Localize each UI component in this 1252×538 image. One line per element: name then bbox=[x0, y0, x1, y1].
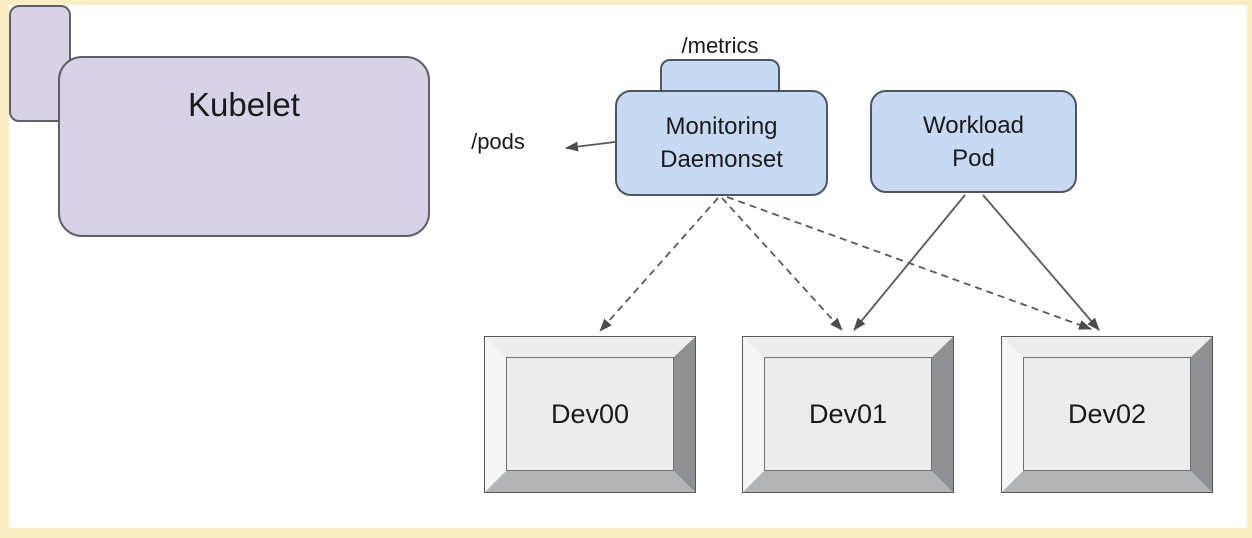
node-dev00: Dev00 bbox=[485, 337, 695, 492]
monitoring-daemonset-label: Monitoring Daemonset bbox=[660, 113, 783, 173]
edge-monitoring-to-dev01 bbox=[721, 197, 843, 331]
dev01-label: Dev01 bbox=[808, 398, 888, 429]
dev00-face: Dev00 bbox=[506, 357, 674, 471]
edge-workload-to-dev02 bbox=[982, 194, 1100, 331]
edge-workload-to-dev01 bbox=[853, 194, 966, 331]
node-monitoring-daemonset: Monitoring Daemonset bbox=[615, 90, 828, 196]
kubelet-label: Kubelet bbox=[188, 86, 300, 123]
dev02-face: Dev02 bbox=[1023, 357, 1191, 471]
dev01-face: Dev01 bbox=[764, 357, 932, 471]
node-dev02: Dev02 bbox=[1002, 337, 1212, 492]
workload-pod-label: Workload Pod bbox=[923, 111, 1024, 172]
edge-monitoring-to-dev02 bbox=[726, 196, 1092, 330]
edge-monitoring-to-dev00 bbox=[599, 197, 719, 332]
kubelet-stack-tab bbox=[9, 5, 71, 122]
edge-monitoring-to-kubelet-pods bbox=[565, 141, 616, 152]
node-kubelet: Kubelet bbox=[58, 56, 430, 237]
pods-endpoint-label: /pods bbox=[471, 129, 525, 154]
dev02-label: Dev02 bbox=[1067, 398, 1147, 429]
metrics-endpoint-label: /metrics bbox=[681, 33, 759, 58]
dev00-label: Dev00 bbox=[550, 398, 630, 429]
node-dev01: Dev01 bbox=[743, 337, 953, 492]
node-workload-pod: Workload Pod bbox=[870, 90, 1077, 193]
